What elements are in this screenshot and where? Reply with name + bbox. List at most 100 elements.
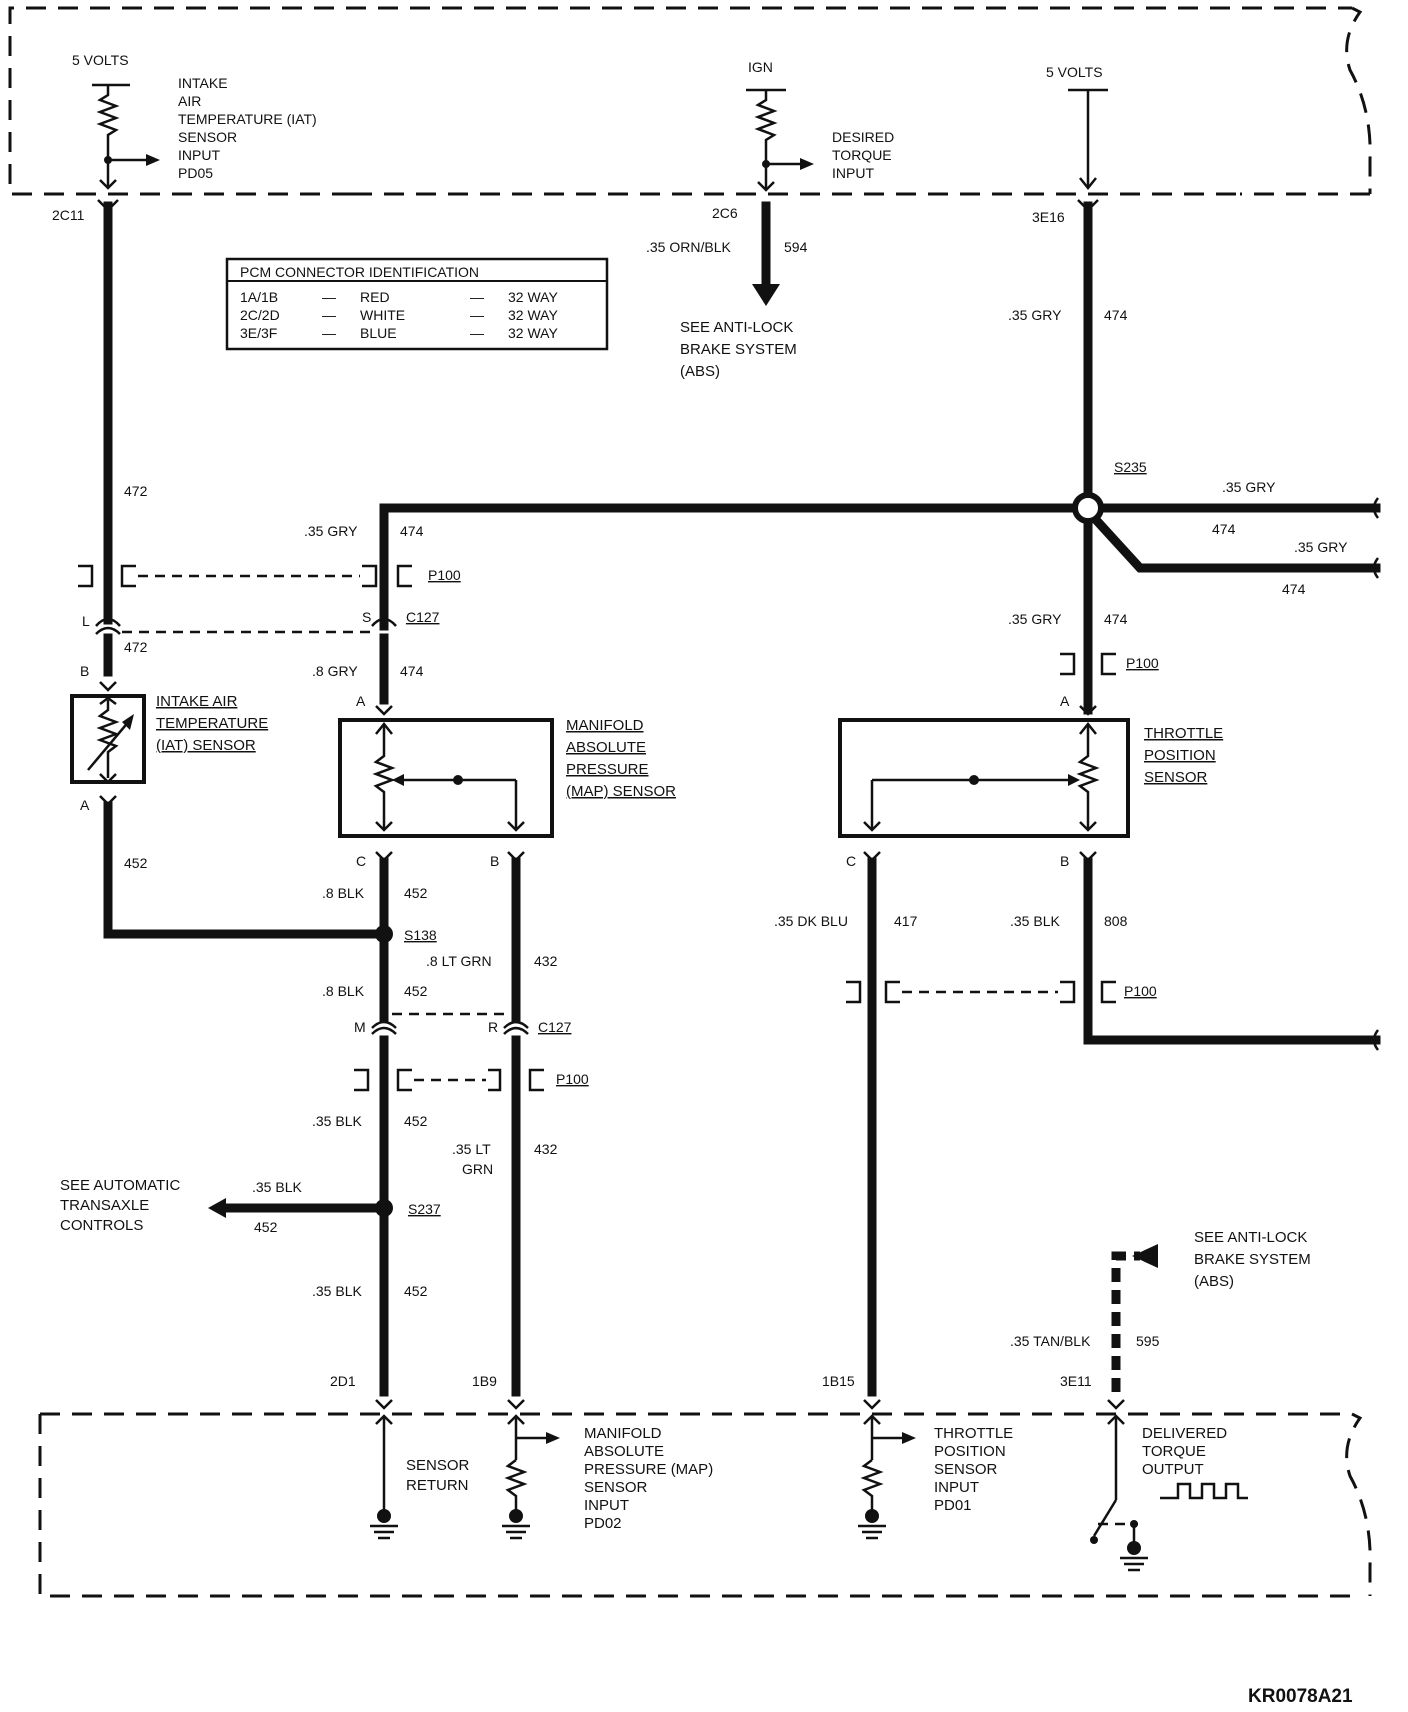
arrow-right-icon [146, 154, 160, 166]
pcm-top-box [8, 6, 1370, 196]
ground-icon [858, 1509, 886, 1540]
svg-text:SEE AUTOMATIC: SEE AUTOMATIC [60, 1177, 180, 1194]
svg-text:—: — [322, 325, 336, 341]
p100-map-ref [362, 564, 412, 588]
iat-472-label: 472 [124, 483, 148, 499]
sensor-return-label: SENSOR RETURN [406, 1457, 470, 1494]
tan-595: 595 [1136, 1333, 1160, 1349]
map-c-452: 452 [404, 885, 428, 901]
c127-label: C127 [406, 609, 440, 625]
svg-text:PRESSURE: PRESSURE [566, 761, 649, 778]
switch-icon [1092, 1499, 1118, 1537]
iat-pin-b: B [80, 663, 89, 679]
right-gry-2: .35 GRY [1294, 539, 1348, 555]
p100-tps [846, 980, 1116, 1004]
svg-text:(MAP) SENSOR: (MAP) SENSOR [566, 783, 676, 800]
c127-bottom-label: C127 [538, 1019, 572, 1035]
ref-bus-main [379, 503, 1381, 631]
pin-2d1: 2D1 [330, 1373, 356, 1389]
figure-id: KR0078A21 [1248, 1686, 1353, 1707]
c127-pin-s: S [362, 609, 371, 625]
svg-text:—: — [470, 289, 484, 305]
splice-s237: S237 [408, 1201, 441, 1217]
svg-text:THROTTLE: THROTTLE [934, 1425, 1013, 1442]
svg-text:3E/3F: 3E/3F [240, 325, 277, 341]
svg-text:SENSOR: SENSOR [406, 1457, 470, 1474]
svg-text:WHITE: WHITE [360, 307, 405, 323]
svg-text:BRAKE SYSTEM: BRAKE SYSTEM [1194, 1251, 1311, 1268]
svg-text:2C/2D: 2C/2D [240, 307, 280, 323]
tps-pin-a: A [1060, 693, 1070, 709]
svg-text:INPUT: INPUT [178, 147, 220, 163]
svg-text:INTAKE: INTAKE [178, 75, 228, 91]
connector-table-row: 2C/2D — WHITE — 32 WAY [240, 307, 558, 323]
map-sensor-label: MANIFOLD ABSOLUTE PRESSURE (MAP) SENSOR [566, 717, 676, 800]
svg-text:PD02: PD02 [584, 1515, 622, 1532]
p100-tps-ref [1060, 652, 1116, 676]
svg-text:RED: RED [360, 289, 390, 305]
tps-pin-c: C [846, 853, 856, 869]
svg-text:SEE ANTI-LOCK: SEE ANTI-LOCK [680, 319, 793, 336]
map-8gry: .8 GRY [312, 663, 358, 679]
svg-text:INPUT: INPUT [934, 1479, 979, 1496]
svg-text:SEE ANTI-LOCK: SEE ANTI-LOCK [1194, 1229, 1307, 1246]
iat-ground-wire [103, 801, 381, 939]
p100-label-3: P100 [556, 1071, 589, 1087]
connector-table-title: PCM CONNECTOR IDENTIFICATION [240, 264, 479, 280]
map-b-grn: .8 LT GRN [426, 953, 492, 969]
tps-c-blu: .35 DK BLU [774, 913, 848, 929]
map-input-label: MANIFOLD ABSOLUTE PRESSURE (MAP) SENSOR … [584, 1425, 713, 1532]
ltgrn-b: GRN [462, 1161, 493, 1177]
arrow-right-icon [902, 1432, 916, 1444]
thermistor-icon [96, 700, 120, 778]
svg-text:INPUT: INPUT [832, 165, 874, 181]
map-474-label: 474 [400, 523, 424, 539]
tps-sensor-box [838, 718, 1130, 838]
svg-text:POSITION: POSITION [934, 1443, 1006, 1460]
tps-b-808: 808 [1104, 913, 1128, 929]
arrow-right-icon [800, 158, 814, 170]
svg-text:32 WAY: 32 WAY [508, 307, 558, 323]
svg-text:(IAT) SENSOR: (IAT) SENSOR [156, 737, 256, 754]
connector-table-row: 3E/3F — BLUE — 32 WAY [240, 325, 558, 341]
wire-break-icon [1372, 497, 1380, 519]
svg-text:TORQUE: TORQUE [832, 147, 892, 163]
abs-top-circuit: 594 [784, 239, 808, 255]
splice-s235: S235 [1114, 459, 1147, 475]
pin-3e16: 3E16 [1032, 209, 1065, 225]
ground-icon [1120, 1541, 1148, 1572]
wire-break-icon [1372, 557, 1380, 579]
map-b-432: 432 [534, 953, 558, 969]
blk-35: .35 BLK [312, 1113, 362, 1129]
map-8gry-474: 474 [400, 663, 424, 679]
blk-8b: .8 BLK [322, 983, 365, 999]
transaxle-note: SEE AUTOMATIC TRANSAXLE CONTROLS [60, 1177, 180, 1234]
p100-label-2: P100 [1126, 655, 1159, 671]
splice-s237-dot [375, 1199, 393, 1217]
wire-break-icon [1372, 1029, 1380, 1051]
connector-id-table [225, 257, 609, 351]
ground-icon [502, 1509, 530, 1540]
svg-text:(ABS): (ABS) [680, 363, 720, 380]
map-gry-label: .35 GRY [304, 523, 358, 539]
map-pin-c: C [356, 853, 366, 869]
p100-label-1: P100 [428, 567, 461, 583]
splice-dot [1072, 492, 1104, 524]
svg-text:SENSOR: SENSOR [178, 129, 237, 145]
tps-gry-label: .35 GRY [1008, 611, 1062, 627]
arrow-left-icon [208, 1198, 226, 1218]
tps-ground-wire [1083, 857, 1381, 1045]
tps-sensor-label: THROTTLE POSITION SENSOR [1144, 725, 1223, 786]
trans-blk: .35 BLK [252, 1179, 302, 1195]
svg-text:BLUE: BLUE [360, 325, 397, 341]
blk-35b: .35 BLK [312, 1283, 362, 1299]
iat-452-label: 452 [124, 855, 148, 871]
map-sensor-box [338, 718, 554, 838]
iat-pin-a: A [80, 797, 90, 813]
p100-label-4: P100 [1124, 983, 1157, 999]
map-pin-a: A [356, 693, 366, 709]
svg-text:1A/1B: 1A/1B [240, 289, 278, 305]
arrow-right-icon [1132, 1244, 1158, 1268]
svg-text:DESIRED: DESIRED [832, 129, 894, 145]
